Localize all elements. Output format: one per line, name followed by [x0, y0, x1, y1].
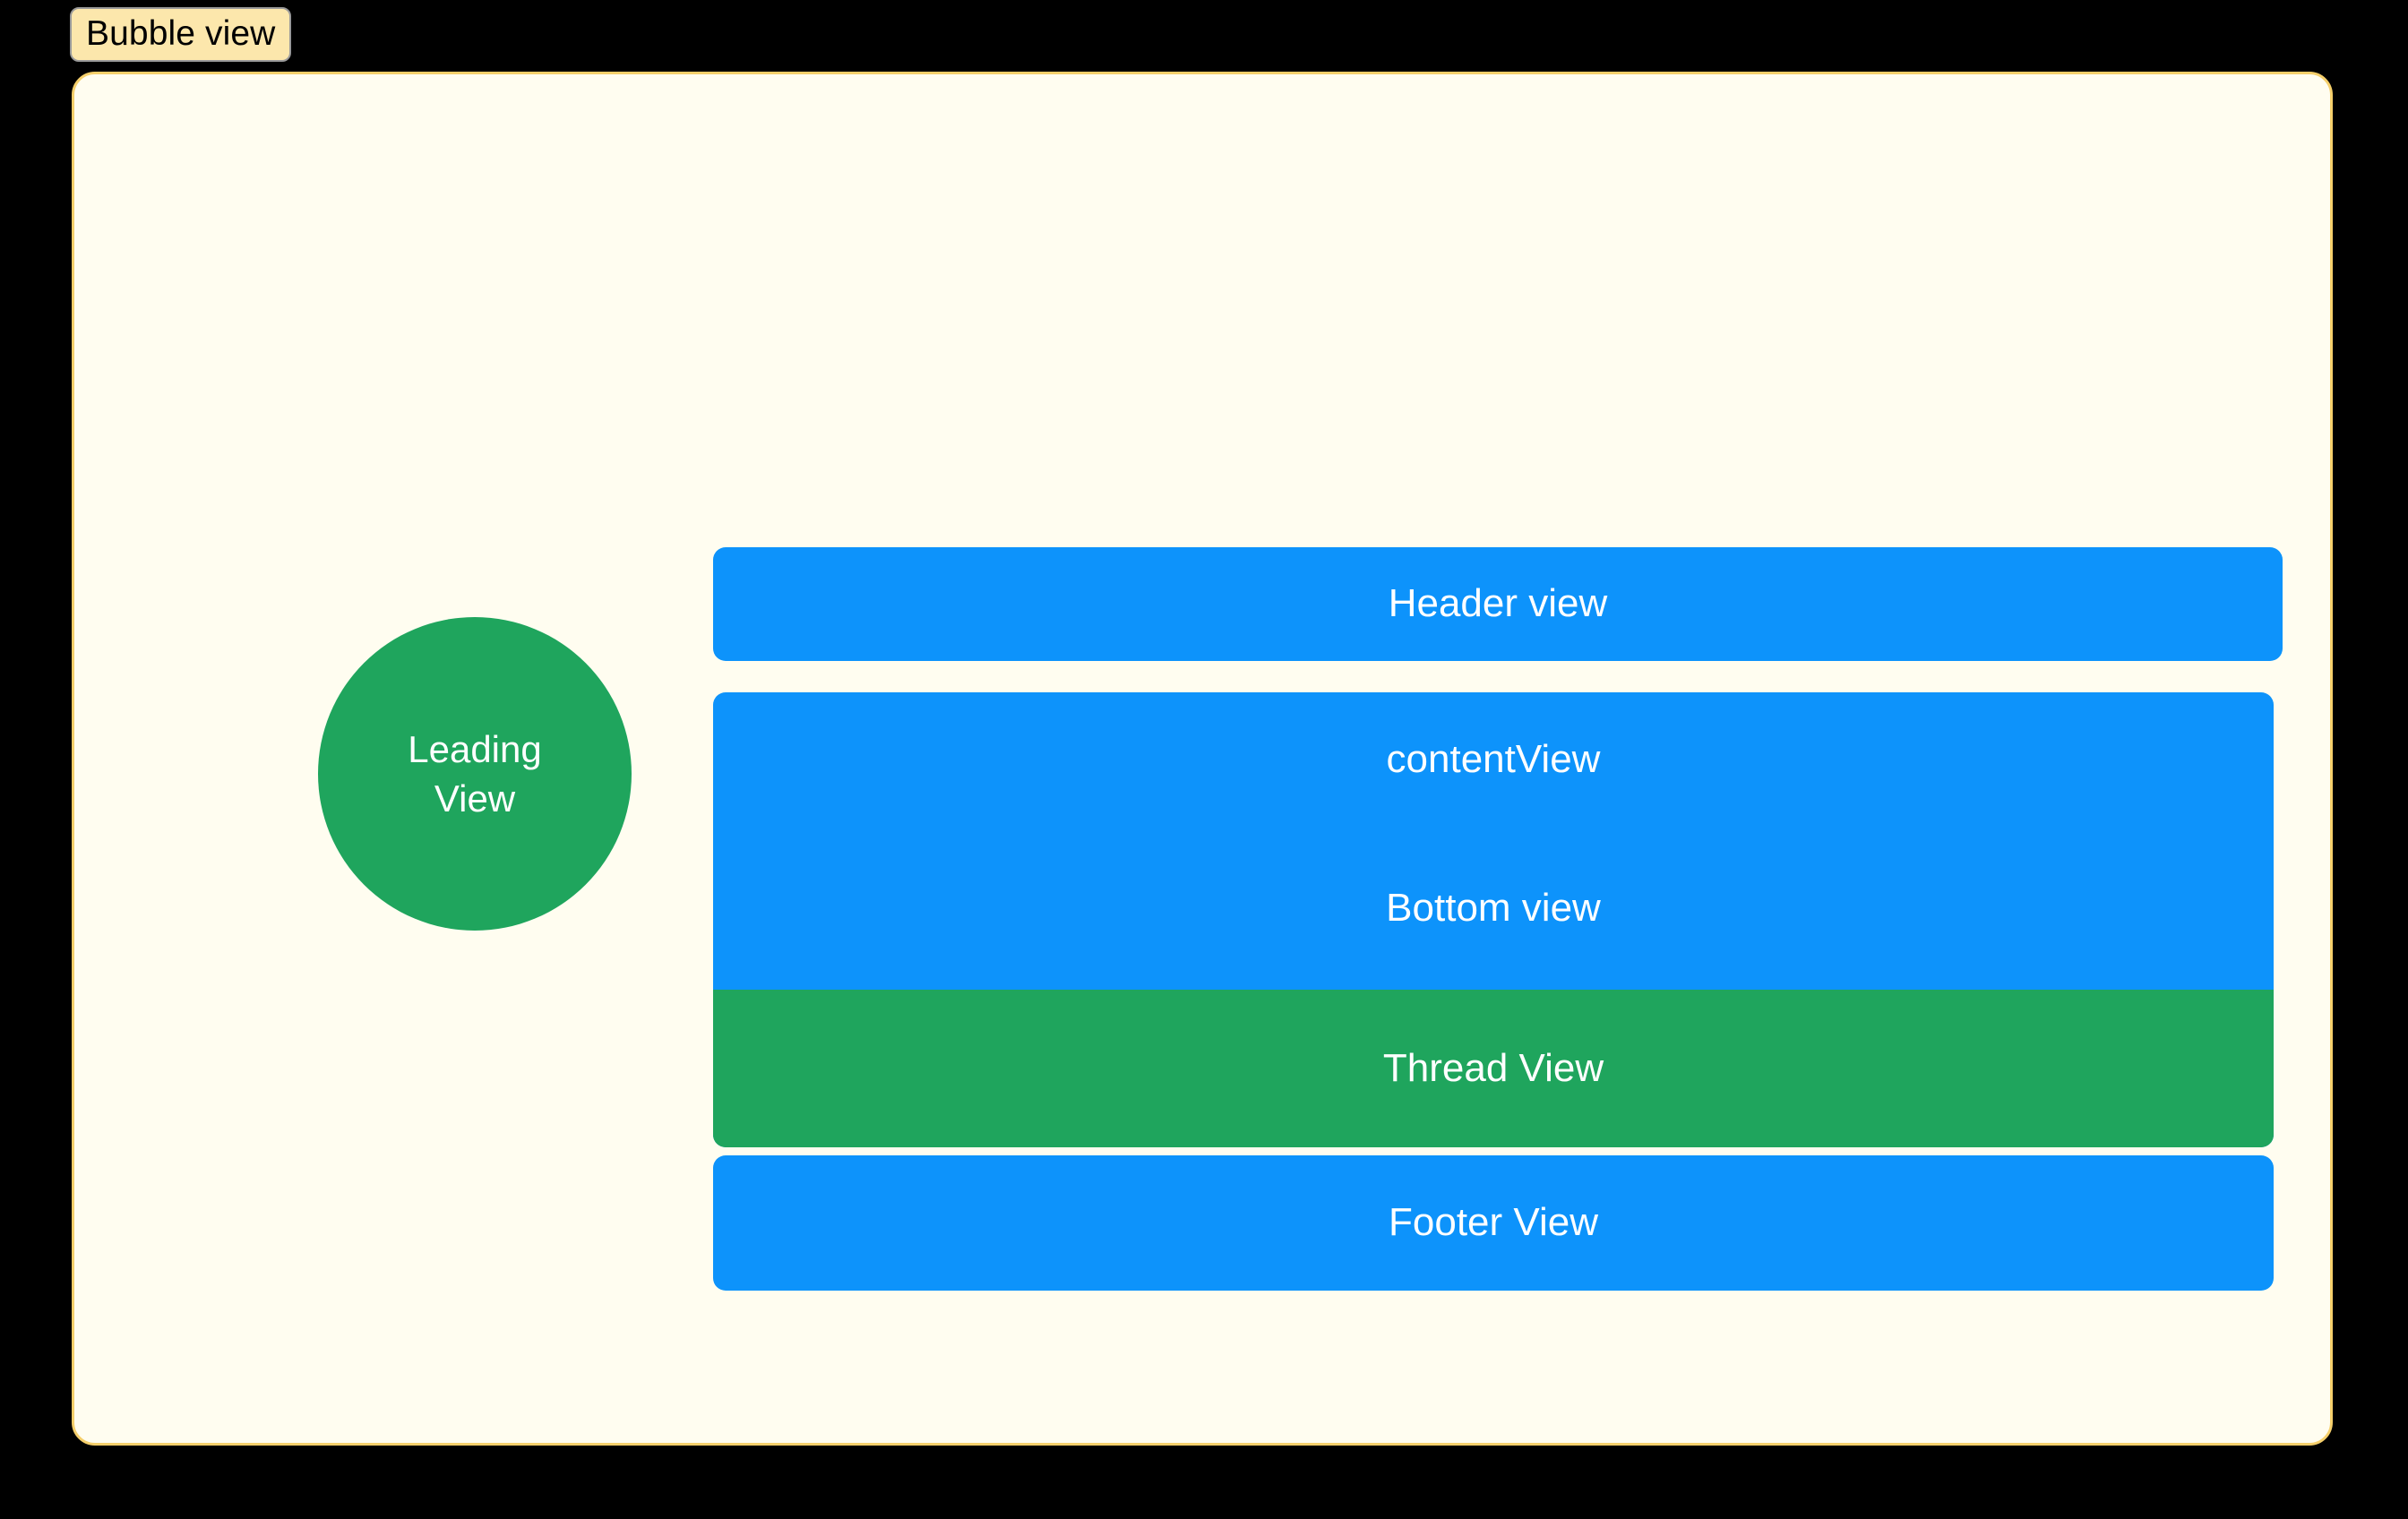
thread-view-label: Thread View [1382, 1046, 1604, 1090]
footer-view-label: Footer View [1389, 1200, 1598, 1245]
thread-view-bar: Thread View [713, 990, 2274, 1147]
leading-view-circle: Leading View [318, 617, 632, 931]
header-view-label: Header view [1388, 581, 1608, 626]
leading-view-label-line2: View [434, 777, 516, 820]
bubble-view-panel: Leading View Header view contentView Bot… [72, 72, 2333, 1446]
header-view-bar: Header view [713, 547, 2283, 661]
content-view-label: contentView [1386, 737, 1601, 781]
content-view-container: contentView Bottom view Thread View [713, 692, 2274, 1147]
leading-view-label-line1: Leading [408, 727, 542, 770]
footer-view-bar: Footer View [713, 1155, 2274, 1291]
bubble-view-title-chip: Bubble view [70, 7, 292, 62]
bottom-view-label: Bottom view [1386, 886, 1601, 930]
